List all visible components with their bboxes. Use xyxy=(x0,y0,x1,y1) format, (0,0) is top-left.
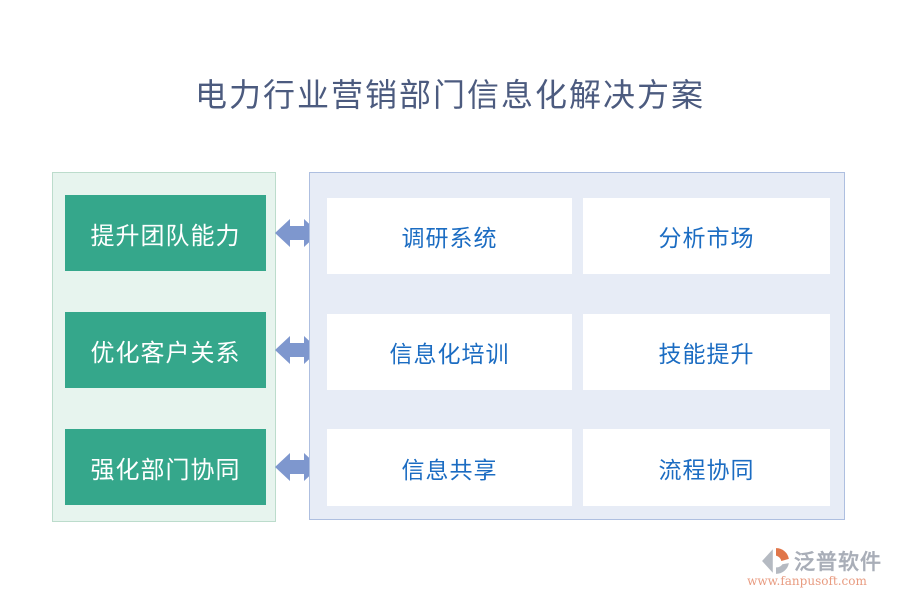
solution-label: 信息化培训 xyxy=(389,342,510,368)
goal-item-team-ability[interactable]: 提升团队能力 xyxy=(65,195,266,271)
brand-footer: 泛普软件 www.fanpusoft.com xyxy=(732,546,882,592)
solution-box-process-synergy[interactable]: 流程协同 xyxy=(583,429,830,506)
fanpu-logo-icon xyxy=(762,548,789,574)
page-title: 电力行业营销部门信息化解决方案 xyxy=(194,76,705,114)
solution-label: 调研系统 xyxy=(401,226,498,252)
solution-box-info-sharing[interactable]: 信息共享 xyxy=(327,429,572,506)
goal-item-department-synergy[interactable]: 强化部门协同 xyxy=(65,429,266,505)
goal-item-customer-relation[interactable]: 优化客户关系 xyxy=(65,312,266,388)
solution-box-skill-improvement[interactable]: 技能提升 xyxy=(583,314,830,390)
solution-label: 分析市场 xyxy=(658,226,755,252)
brand-name: 泛普软件 xyxy=(794,549,882,574)
double-arrow-icon xyxy=(275,453,319,481)
solutions-panel: 调研系统 分析市场 信息化培训 技能提升 信息共享 流程协同 xyxy=(309,172,845,520)
solution-label: 信息共享 xyxy=(401,457,498,484)
brand-url: www.fanpusoft.com xyxy=(747,574,867,588)
solution-box-it-training[interactable]: 信息化培训 xyxy=(327,314,572,390)
solution-label: 技能提升 xyxy=(658,342,755,368)
double-arrow-icon xyxy=(275,336,319,364)
double-arrow-icon xyxy=(275,219,319,247)
solution-box-research-system[interactable]: 调研系统 xyxy=(327,198,572,274)
goal-label: 提升团队能力 xyxy=(90,221,241,250)
goal-label: 优化客户关系 xyxy=(90,338,241,367)
solution-box-market-analysis[interactable]: 分析市场 xyxy=(583,198,830,274)
goal-label: 强化部门协同 xyxy=(90,455,241,484)
solution-label: 流程协同 xyxy=(658,457,755,484)
